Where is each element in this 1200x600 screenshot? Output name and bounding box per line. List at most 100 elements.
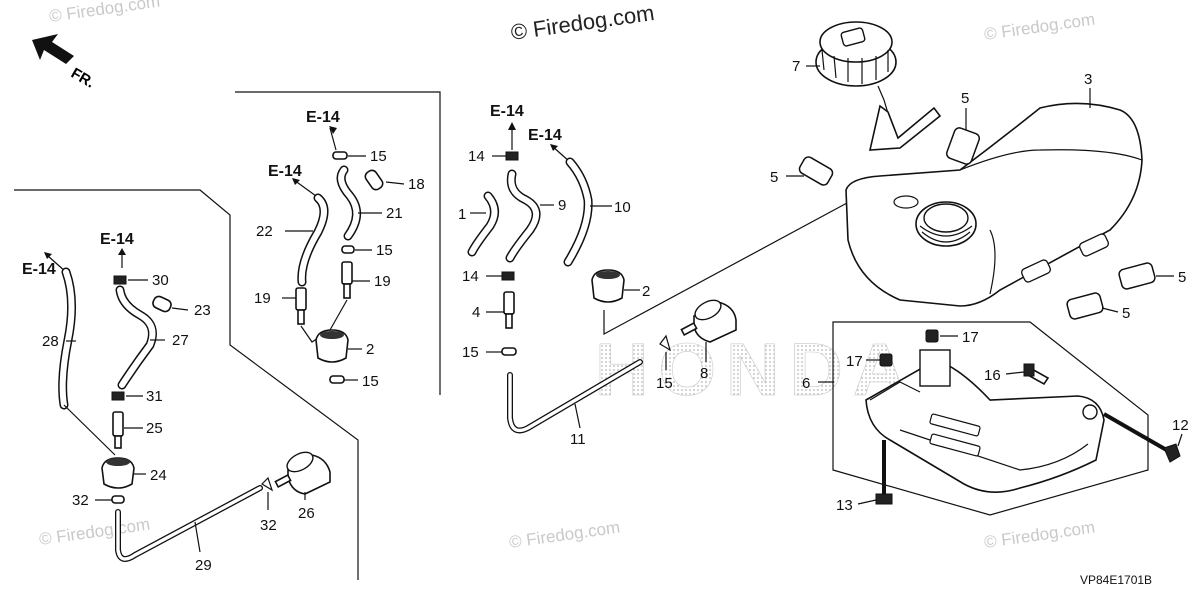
fuel-filter-8 — [680, 299, 737, 343]
callout-13: 13 — [836, 497, 853, 514]
tube-29-inner — [116, 486, 262, 561]
callout-26: 26 — [298, 505, 315, 522]
watermark-top-center: © Firedog.com — [509, 0, 656, 45]
tank-bracket-6-hole — [1082, 404, 1098, 420]
callout-14-top: 14 — [468, 148, 485, 165]
callout-6: 6 — [802, 375, 810, 392]
hose-28-inner — [59, 269, 75, 408]
ref-arrow-icon — [329, 126, 337, 134]
ref-arrow-icon — [44, 252, 52, 259]
callout-15-bottom: 15 — [362, 373, 379, 390]
right-section: 7 3 5 5 5 5 17 17 16 6 12 13 — [770, 21, 1189, 514]
leader-grommet-tank — [603, 195, 861, 336]
frame-middle — [235, 91, 441, 395]
callout-5-top: 5 — [961, 90, 969, 107]
callout-5-lower: 5 — [1122, 305, 1130, 322]
ref-e14-left-a: E-14 — [22, 261, 56, 278]
tank-bracket-6-arm-detail — [869, 381, 921, 401]
callout-1: 1 — [458, 206, 466, 223]
watermark-bottom-right: © Firedog.com — [983, 518, 1096, 552]
bolt-12-head — [1163, 443, 1181, 463]
fuel-tank-3-edge — [959, 149, 1143, 171]
left-section: E-14 E-14 — [22, 231, 331, 574]
fuel-cap-7-ribs — [821, 49, 889, 84]
front-direction-arrow: FR. — [32, 34, 97, 92]
callout-32-right: 32 — [260, 517, 277, 534]
clamp-15 — [659, 334, 671, 352]
callout-25: 25 — [146, 420, 163, 437]
ref-e14-mid-b: E-14 — [268, 163, 302, 180]
honda-dotted-logo: HONDA — [595, 328, 916, 412]
tank-bracket-6-arm — [919, 349, 951, 387]
callout-19-left: 19 — [254, 290, 271, 307]
bolt-16 — [1023, 363, 1050, 386]
callout-27: 27 — [172, 332, 189, 349]
clip-14-lower — [501, 271, 515, 281]
hose-9-inner — [507, 171, 539, 261]
watermark-top-right: © Firedog.com — [983, 10, 1096, 44]
fuel-tank-3-shade — [989, 229, 996, 295]
fuel-filter-26 — [274, 451, 331, 495]
filter-4 — [503, 291, 515, 315]
fuel-filter-26-nozzle — [274, 473, 292, 489]
grommet-5-d — [1066, 292, 1104, 320]
clip-15-center — [501, 347, 517, 356]
section-frames — [14, 91, 1149, 580]
tank-bracket-6-slot — [929, 413, 981, 437]
callout-17-left: 17 — [846, 353, 863, 370]
tank-bracket-6-slot — [929, 433, 981, 457]
filter-25-body — [114, 435, 122, 449]
leader-28 — [63, 404, 116, 456]
grommet-2-middle — [315, 329, 349, 363]
ref-e14-left-b: E-14 — [100, 231, 134, 248]
watermark-bottom-left: © Firedog.com — [38, 515, 151, 549]
clip-31 — [111, 391, 125, 401]
callout-23: 23 — [194, 302, 211, 319]
leader — [1177, 433, 1183, 447]
ref-e14-center-b: E-14 — [528, 127, 562, 144]
callout-32-left: 32 — [72, 492, 89, 509]
clip-32-left — [111, 495, 125, 504]
frame-right-lower — [832, 321, 1149, 516]
hose-27-inner — [117, 287, 156, 388]
bolt-12-shank — [1103, 412, 1171, 454]
tube-23 — [152, 295, 172, 313]
leader — [194, 521, 201, 553]
bushing-17-top — [925, 329, 939, 343]
middle-section: E-14 E-14 — [254, 109, 425, 390]
fuel-cap-7 — [815, 21, 942, 151]
callout-14-lower: 14 — [462, 268, 479, 285]
callout-2-middle: 2 — [366, 341, 374, 358]
grommet-5-b — [945, 127, 981, 165]
callout-2-center: 2 — [642, 283, 650, 300]
tube-18 — [364, 169, 384, 191]
clip-32-right — [261, 476, 274, 492]
callout-24: 24 — [150, 467, 167, 484]
callout-22: 22 — [256, 223, 273, 240]
hose-10-inner — [565, 159, 592, 265]
filter-19-right — [341, 261, 353, 285]
bolt-13 — [875, 440, 893, 505]
callout-15-top: 15 — [370, 148, 387, 165]
callout-15-center: 15 — [462, 344, 479, 361]
clip-14-top — [505, 151, 519, 161]
grommet-5-c — [1118, 262, 1156, 290]
grommet-2-center-top — [596, 271, 620, 279]
filter-19-right-body — [343, 283, 351, 299]
ref-e14-mid-a: E-14 — [306, 109, 340, 126]
ref-arrow-icon — [550, 144, 558, 151]
callout-31: 31 — [146, 388, 163, 405]
honda-logo-text: HONDA — [595, 328, 916, 411]
watermark-bottom-center: © Firedog.com — [508, 518, 621, 552]
ref-arrow-line — [293, 179, 317, 197]
fuel-filter-26-cap — [286, 451, 314, 473]
filter-4-body — [505, 313, 513, 329]
clip-15-top — [332, 151, 348, 160]
callout-21: 21 — [386, 205, 403, 222]
callout-19-right: 19 — [374, 273, 391, 290]
grommet-2-middle-top — [320, 331, 344, 339]
fuel-tank-3-neck-thread — [919, 225, 973, 243]
bushing-17-left — [879, 353, 893, 367]
fuel-filter-8-nozzle — [680, 321, 698, 337]
ref-arrow-icon — [292, 178, 300, 185]
